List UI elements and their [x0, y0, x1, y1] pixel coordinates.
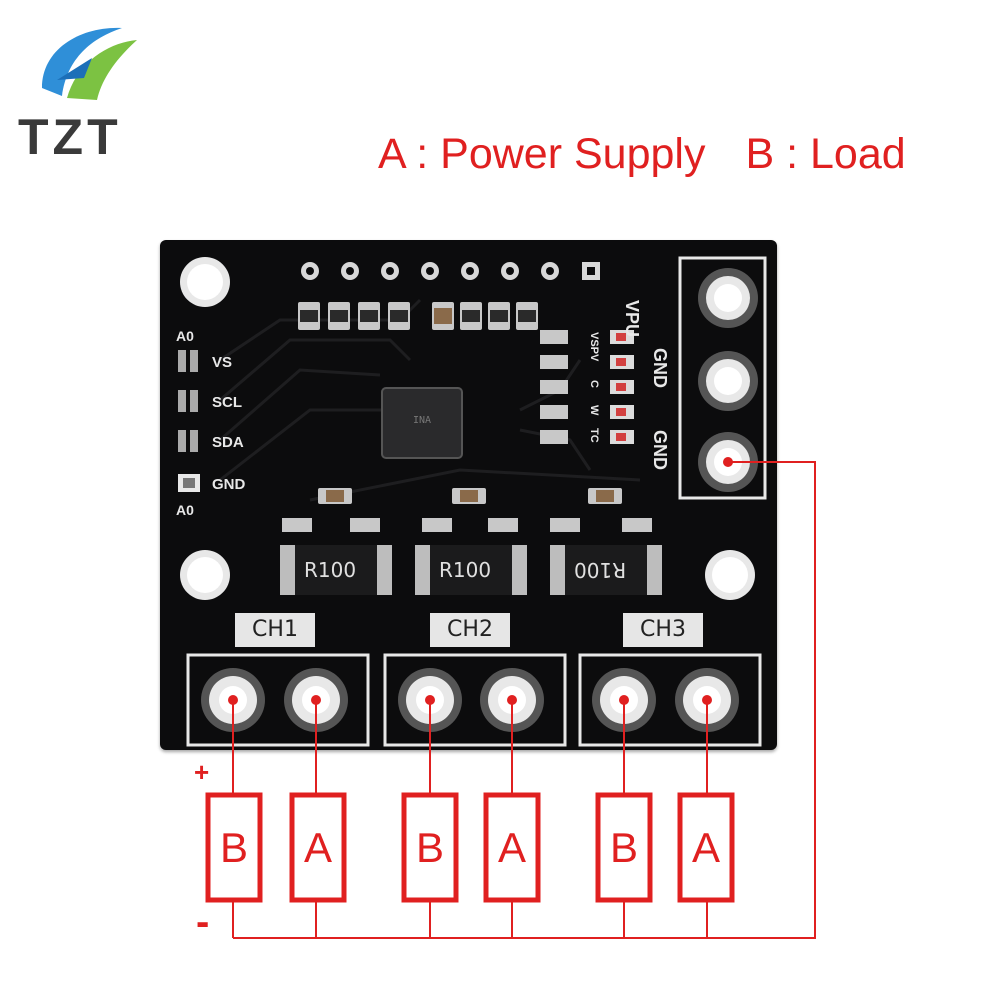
pin-label-vs: VS — [212, 354, 233, 371]
shunt-label-3: R100 — [574, 558, 627, 582]
legend: A : Power Supply B : Load — [378, 130, 906, 179]
pin-label-gnd-1: GND — [650, 348, 670, 388]
supply-box-label-1: A — [303, 824, 332, 871]
led-label-w: W — [588, 405, 600, 416]
shunt-label-1: R100 — [304, 558, 357, 582]
addr-label-bottom: A0 — [176, 502, 194, 518]
legend-power-supply: A : Power Supply — [378, 130, 706, 178]
minus-sign: - — [196, 900, 210, 944]
channel-label-1: CH1 — [235, 613, 315, 647]
load-box-label-2: B — [415, 824, 444, 871]
supply-box-label-2: A — [497, 824, 526, 871]
pin-label-vpu: VPU — [622, 300, 642, 338]
tzt-swirl-logo-icon — [42, 27, 137, 100]
led-label-vspv: VSPV — [588, 332, 600, 362]
svg-text:INA: INA — [413, 415, 431, 426]
plus-sign: + — [194, 757, 210, 787]
pin-label-scl: SCL — [212, 394, 242, 411]
led-label-c: C — [588, 380, 600, 388]
shunt-label-2: R100 — [439, 558, 492, 582]
logo-text: TZT — [18, 109, 122, 165]
pin-label-gnd-2: GND — [650, 430, 670, 470]
load-box-label-3: B — [609, 824, 638, 871]
channel-label-2: CH2 — [430, 613, 510, 647]
pcb-traces: INA — [178, 256, 767, 747]
pcb-board: INA — [160, 240, 777, 750]
load-box-label-1: B — [219, 824, 248, 871]
pin-label-gnd: GND — [212, 476, 246, 493]
legend-load: B : Load — [745, 130, 906, 178]
led-label-tc: TC — [588, 428, 600, 443]
supply-box-label-3: A — [691, 824, 720, 871]
pin-label-sda: SDA — [212, 434, 244, 451]
channel-label-3: CH3 — [623, 613, 703, 647]
addr-label-top: A0 — [176, 328, 194, 344]
